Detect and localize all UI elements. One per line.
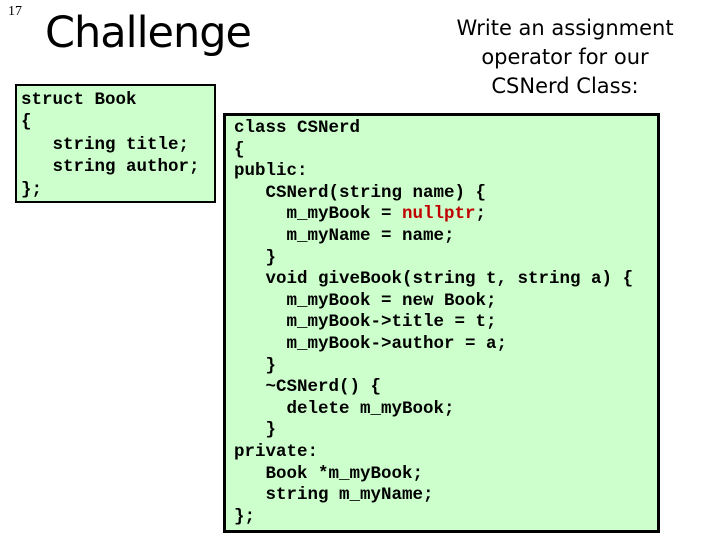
csnerd-class-code-box: class CSNerd { public: CSNerd(string nam…	[223, 113, 660, 533]
prompt-text: Write an assignment operator for our CSN…	[420, 14, 710, 101]
prompt-line-1: Write an assignment	[456, 16, 674, 40]
prompt-line-3: CSNerd Class:	[491, 74, 639, 98]
struct-book-code-box: struct Book { string title; string autho…	[15, 84, 216, 203]
struct-book-code: struct Book { string title; string autho…	[21, 90, 200, 200]
code-segment-after-nullptr: ; m_myName = name; } void giveBook(strin…	[234, 204, 634, 527]
csnerd-class-code: class CSNerd { public: CSNerd(string nam…	[234, 118, 657, 528]
nullptr-keyword: nullptr	[402, 204, 476, 225]
slide-title: Challenge	[45, 8, 252, 58]
code-segment-before-nullptr: class CSNerd { public: CSNerd(string nam…	[234, 118, 487, 225]
prompt-line-2: operator for our	[481, 45, 649, 69]
page-number: 17	[8, 4, 22, 19]
